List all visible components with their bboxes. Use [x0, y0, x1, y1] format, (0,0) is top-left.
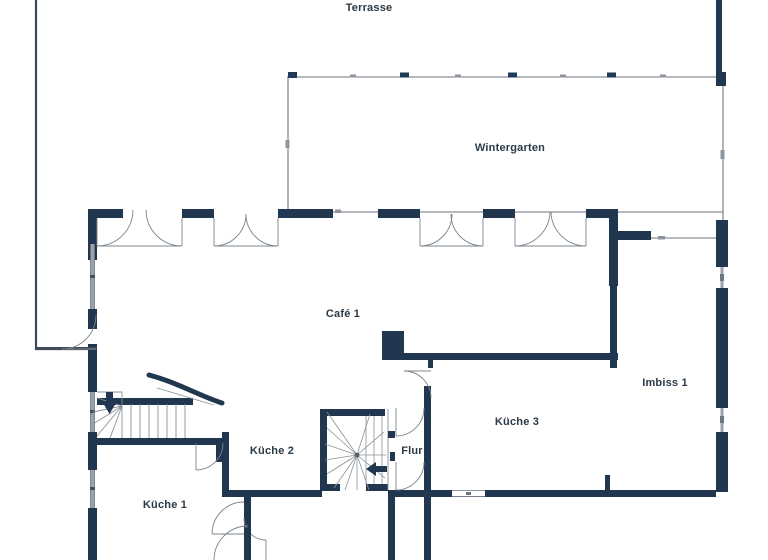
staircase-left [92, 372, 225, 460]
kitchen-doors [195, 442, 267, 560]
west-wall-door [61, 314, 97, 350]
terrace-boundary [34, 0, 90, 351]
bottom-edge-walls [213, 525, 251, 560]
cafe-south-wall [382, 331, 404, 360]
cafe-north-wall [88, 209, 651, 286]
west-interior-wall [36, 244, 97, 560]
flur-doors [395, 370, 432, 491]
exterior-right-wall [716, 0, 728, 492]
stair-direction-arrow-left [103, 392, 116, 414]
kueche3-imbiss-walls [382, 286, 716, 497]
cafe-entry-doors [96, 209, 587, 247]
stair-direction-arrow-center [366, 462, 387, 476]
kitchen-partitions [216, 432, 322, 560]
flur-walls [388, 386, 431, 560]
staircase-center [320, 409, 389, 491]
